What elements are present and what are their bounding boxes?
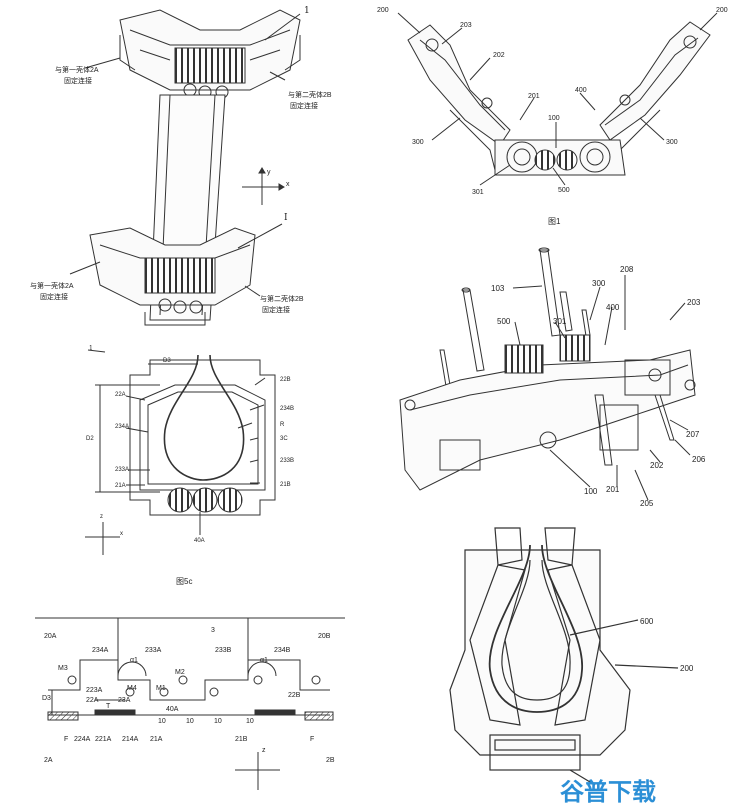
bottom-view-drawing — [449, 527, 679, 786]
fig5c-label-40a: 40A — [194, 538, 205, 544]
exploded-label-208: 208 — [620, 265, 634, 274]
exploded-label-207: 207 — [686, 430, 700, 439]
schem-label-d3: D3 — [42, 695, 51, 702]
schem-label-m3: M3 — [58, 665, 68, 672]
fig5c-label-3c: 3C — [280, 436, 288, 442]
schem-label-21b: 21B — [235, 736, 248, 743]
schem-label-223a: 223A — [86, 687, 103, 694]
exploded-label-202: 202 — [650, 461, 664, 470]
schem-label-10b: 10 — [186, 718, 194, 725]
fig5c-label-234b: 234B — [280, 406, 294, 412]
schem-label-10a: 10 — [158, 718, 166, 725]
schem-label-3: 3 — [211, 627, 215, 634]
fig5c-label-234a: 234A — [115, 424, 129, 430]
fig5c-label-d3: D3 — [163, 358, 171, 364]
schem-label-233b: 233B — [215, 647, 232, 654]
schem-label-224a: 224A — [74, 736, 91, 743]
exploded-label-205: 205 — [640, 499, 654, 508]
exploded-label-103: 103 — [491, 284, 505, 293]
fig1-label-201: 201 — [528, 93, 540, 100]
exploded-label-500: 500 — [497, 317, 511, 326]
fig5c-label-233b: 233B — [280, 458, 294, 464]
schem-label-f-left: F — [64, 736, 68, 743]
schem-label-20b: 20B — [318, 633, 331, 640]
exploded-label-301: 301 — [553, 317, 567, 326]
note-right-1b: 固定连接 — [290, 101, 318, 110]
schem-label-m1: M1 — [156, 685, 166, 692]
watermark-text: 谷普下载 — [560, 778, 656, 806]
note-left-1a: 与第一壳体2A — [55, 65, 99, 74]
fig5c-drawing — [85, 349, 276, 555]
schem-label-214a: 214A — [122, 736, 139, 743]
watermark-logo: 谷普下载 — [560, 778, 656, 806]
fig5c-label-233a: 233A — [115, 467, 129, 473]
fig1-label-301: 301 — [472, 189, 484, 196]
exploded-label-400: 400 — [606, 303, 620, 312]
bottom-label-600: 600 — [640, 617, 654, 626]
exploded-label-100: 100 — [584, 487, 598, 496]
fig5c-label-21a: 21A — [115, 483, 126, 489]
fig1-label-400: 400 — [575, 87, 587, 94]
schem-label-40a: 40A — [166, 706, 179, 713]
schem-label-t: T — [106, 703, 111, 710]
fig5c-axis-x: x — [120, 531, 123, 537]
note-right-2a: 与第二壳体2B — [260, 294, 304, 303]
fig1-label-500: 500 — [558, 187, 570, 194]
schem-axis-z: z — [262, 747, 266, 754]
note-right-1a: 与第二壳体2B — [288, 90, 332, 99]
bottom-label-200: 200 — [680, 664, 694, 673]
fig1-label-300a: 300 — [412, 139, 424, 146]
schem-label-23a: 23A — [118, 697, 131, 704]
schem-label-alpha1-left: α1 — [130, 657, 138, 664]
fig5c-axis-z: z — [100, 514, 103, 520]
fig1-label-100: 100 — [548, 115, 560, 122]
note-left-2a: 与第一壳体2A — [30, 281, 74, 290]
schem-label-22b: 22B — [288, 692, 301, 699]
iso-drawing-top-left — [69, 9, 301, 326]
schem-label-10c: 10 — [214, 718, 222, 725]
fig1-label-202: 202 — [493, 52, 505, 59]
exploded-label-206: 206 — [692, 455, 706, 464]
ref-I: I — [284, 213, 288, 223]
schem-label-233a: 233A — [145, 647, 162, 654]
fig5c-caption: 图5c — [176, 577, 192, 586]
axis-y-label: y — [267, 169, 271, 176]
fig1-label-300b: 300 — [666, 139, 678, 146]
schematic-drawing — [35, 617, 345, 790]
schem-label-f-right: F — [310, 736, 314, 743]
fig5c-ref: 1 — [89, 345, 93, 352]
note-left-2b: 固定连接 — [40, 292, 68, 301]
fig1-drawing — [397, 12, 718, 186]
exploded-label-201: 201 — [606, 485, 620, 494]
schem-label-m2: M2 — [175, 669, 185, 676]
axis-x-label: x — [286, 181, 290, 188]
fig5c-label-r: R — [280, 422, 285, 428]
schem-label-2b: 2B — [326, 757, 335, 764]
fig5c-label-22b: 22B — [280, 377, 291, 383]
schem-label-234a: 234A — [92, 647, 109, 654]
schem-label-221a: 221A — [95, 736, 112, 743]
exploded-label-300: 300 — [592, 279, 606, 288]
fig5c-label-21b: 21B — [280, 482, 291, 488]
schem-label-234b: 234B — [274, 647, 291, 654]
fig5c-label-22a: 22A — [115, 392, 126, 398]
note-right-2b: 固定连接 — [262, 305, 290, 314]
exploded-label-203: 203 — [687, 298, 701, 307]
note-left-1b: 固定连接 — [64, 76, 92, 85]
schem-label-2a: 2A — [44, 757, 53, 764]
fig5c-label-d2: D2 — [86, 436, 94, 442]
schem-label-21a: 21A — [150, 736, 163, 743]
schem-label-20a: 20A — [44, 633, 57, 640]
schem-label-22a: 22A — [86, 697, 99, 704]
fig1-label-200a: 200 — [377, 7, 389, 14]
fig1-label-203: 203 — [460, 22, 472, 29]
fig1-label-200b: 200 — [716, 7, 728, 14]
schem-label-m4: M4 — [127, 685, 137, 692]
fig1-caption: 图1 — [548, 217, 561, 226]
ref-1-top: 1 — [304, 6, 310, 16]
exploded-view-drawing — [399, 247, 696, 501]
schem-label-10d: 10 — [246, 718, 254, 725]
schem-label-alpha1-right: α1 — [260, 657, 268, 664]
